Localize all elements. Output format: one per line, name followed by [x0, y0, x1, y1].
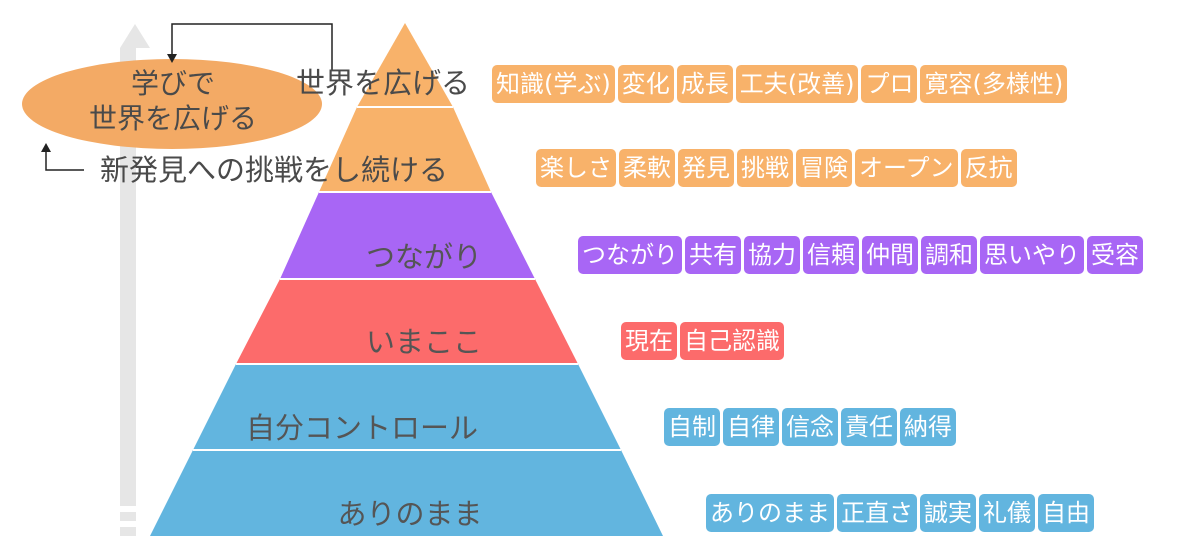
- arrowhead-down-icon: [167, 54, 177, 63]
- ellipse-label: 学びで 世界を広げる: [24, 66, 322, 136]
- arrow-gap: [118, 521, 138, 527]
- value-tag: 調和: [921, 236, 977, 274]
- value-tag: 自己認識: [680, 322, 784, 360]
- pyramid-level-here-now: [236, 279, 578, 364]
- value-tag: 反抗: [960, 149, 1017, 187]
- value-tag: 成長: [676, 65, 733, 103]
- connector-bottom: [45, 150, 84, 171]
- arrowhead-up-icon: [41, 143, 51, 152]
- value-tag: 知識(学ぶ): [492, 65, 615, 103]
- value-tag: 責任: [841, 408, 897, 446]
- value-tag: ありのまま: [706, 494, 834, 532]
- value-tag: 協力: [744, 236, 800, 274]
- tag-row-level-4: 現在自己認識: [621, 322, 784, 360]
- value-tag: 自由: [1038, 494, 1094, 532]
- value-tag: 礼儀: [979, 494, 1035, 532]
- value-tag: 冒険: [796, 149, 852, 187]
- level-label-connection: つながり: [366, 240, 482, 274]
- value-tag: つながり: [578, 236, 682, 274]
- value-tag: 仲間: [862, 236, 918, 274]
- pyramid-level-as-is: [150, 450, 663, 536]
- tag-row-level-3: つながり共有協力信頼仲間調和思いやり受容: [578, 236, 1143, 274]
- pyramid-level-self-control: [193, 364, 621, 450]
- value-tag: 現在: [621, 322, 677, 360]
- value-tag: 自律: [723, 408, 779, 446]
- ellipse-line-1: 学びで: [130, 67, 215, 100]
- value-tag: 共有: [685, 236, 741, 274]
- value-tag: プロ: [861, 65, 918, 103]
- value-tag: 工夫(改善): [735, 65, 859, 103]
- tag-row-level-1: 知識(学ぶ)変化成長工夫(改善)プロ寛容(多様性): [492, 65, 1068, 103]
- level-label-self-control: 自分コントロール: [246, 411, 478, 445]
- level-label-here-now: いまここ: [366, 325, 482, 359]
- tag-row-level-2: 楽しさ柔軟発見挑戦冒険オープン反抗: [536, 149, 1017, 187]
- growth-arrow: [120, 24, 150, 536]
- value-tag: 受容: [1087, 236, 1143, 274]
- pyramid-level-connection: [280, 192, 535, 279]
- tag-row-level-6: ありのまま正直さ誠実礼儀自由: [706, 494, 1094, 532]
- learning-ellipse: [22, 59, 322, 149]
- ellipse-line-2: 世界を広げる: [88, 102, 257, 135]
- value-tag: 誠実: [920, 494, 976, 532]
- value-tag: 思いやり: [980, 236, 1084, 274]
- value-tag: 信念: [782, 408, 838, 446]
- value-tag: 柔軟: [619, 149, 675, 187]
- arrow-gap: [118, 506, 138, 512]
- value-tag: 納得: [900, 408, 956, 446]
- top-label: 世界を広げる: [296, 66, 471, 100]
- value-tag: 変化: [617, 65, 674, 103]
- level-label-as-is: ありのまま: [337, 497, 482, 531]
- value-tag: 寛容(多様性): [920, 65, 1068, 103]
- value-tag: 自制: [664, 408, 720, 446]
- value-tag: 挑戦: [737, 149, 793, 187]
- connector-top: [171, 23, 333, 70]
- tag-row-level-5: 自制自律信念責任納得: [664, 408, 956, 446]
- sub-label: 新発見への挑戦をし続ける: [100, 153, 449, 187]
- value-tag: 信頼: [803, 236, 859, 274]
- pyramid-level-top: [357, 23, 453, 107]
- value-tag: オープン: [855, 149, 958, 187]
- value-tag: 発見: [678, 149, 734, 187]
- pyramid-level-discovery: [319, 107, 491, 192]
- value-tag: 正直さ: [837, 494, 917, 532]
- value-tag: 楽しさ: [536, 149, 616, 187]
